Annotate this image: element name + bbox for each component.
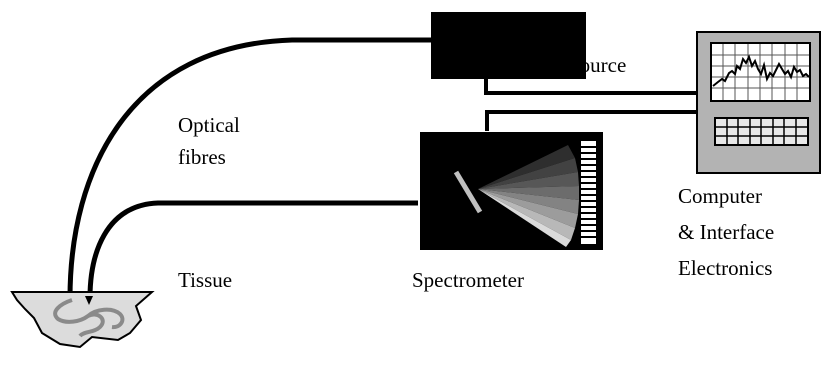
optical-fibres-label-line1: Optical bbox=[178, 113, 240, 137]
spectrometer-box bbox=[420, 132, 603, 250]
data-cables bbox=[484, 79, 696, 131]
optical-fibres bbox=[67, 37, 432, 299]
spectrometer-label: Spectrometer bbox=[412, 268, 524, 292]
light-source-label: Xenon Light Source bbox=[456, 53, 627, 77]
detector-pixels bbox=[581, 146, 596, 238]
diffraction-grating bbox=[453, 170, 483, 214]
detector-array bbox=[581, 141, 596, 244]
computer-label-line2: & Interface bbox=[678, 220, 775, 244]
tissue-sample bbox=[10, 291, 155, 349]
computer-label-line3: Electronics bbox=[678, 256, 773, 280]
light-source-box bbox=[431, 12, 586, 79]
cable-light-source bbox=[484, 79, 696, 95]
computer-label-line1: Computer bbox=[678, 184, 762, 208]
tissue-label: Tissue bbox=[178, 268, 233, 292]
computer-monitor bbox=[696, 31, 821, 174]
fibre-to-spectrometer bbox=[87, 200, 418, 299]
keypad-keys bbox=[715, 118, 808, 145]
optical-fibres-label-line2: fibres bbox=[178, 145, 226, 169]
probe-tip bbox=[85, 296, 93, 305]
spectrum-trace bbox=[712, 54, 810, 87]
fibre-to-light-source bbox=[67, 37, 432, 299]
spectrum-fan bbox=[478, 145, 579, 247]
tissue-vessel bbox=[53, 298, 125, 338]
cable-spectrometer bbox=[485, 110, 696, 131]
